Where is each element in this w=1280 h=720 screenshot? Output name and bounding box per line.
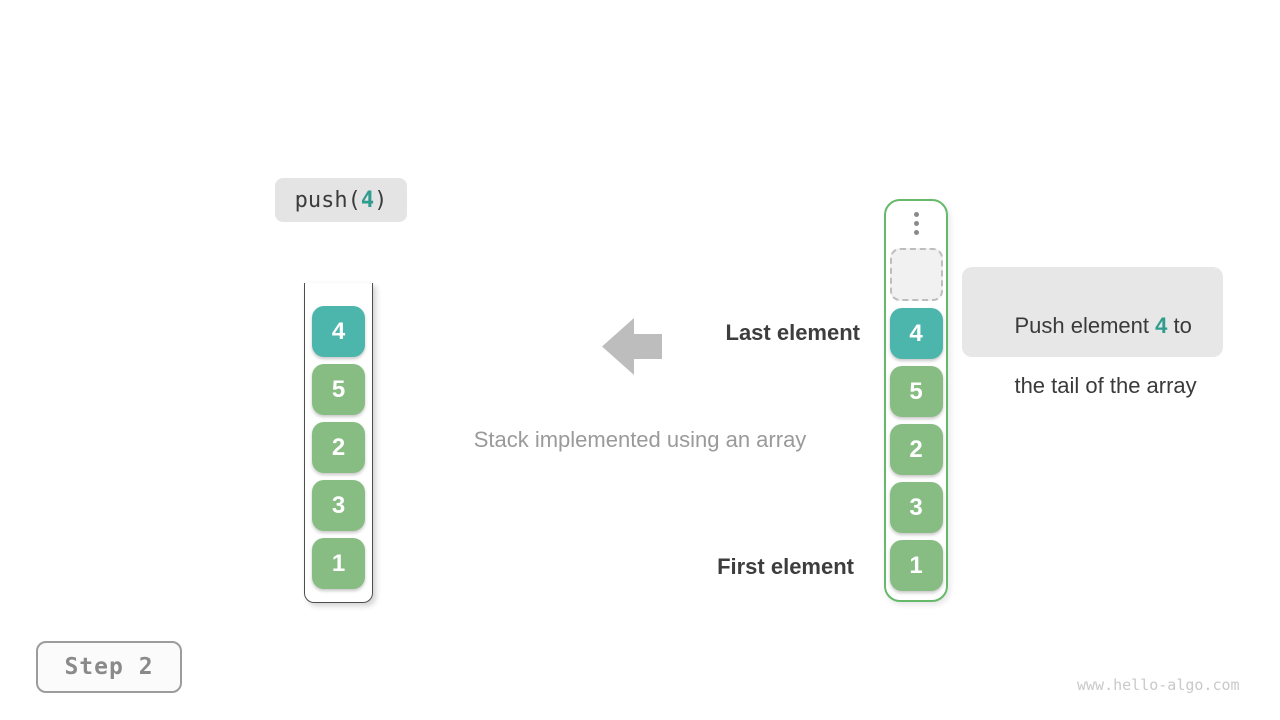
stack-cell: 3 [312,480,365,531]
stack-cell: 5 [312,364,365,415]
push-call-prefix: push( [294,187,361,213]
stack-cell: 2 [312,422,365,473]
array-cell: 2 [889,424,943,475]
array-cell: 3 [889,482,943,533]
last-element-label: Last element [725,320,861,345]
stack-cell: 1 [312,538,365,589]
array-cell: 1 [889,540,943,591]
push-call-arg: 4 [360,187,375,213]
array-container: 4 5 2 3 1 [884,199,948,602]
tooltip-highlight: 4 [1155,313,1168,338]
push-call-suffix: ) [374,187,388,213]
vertical-ellipsis-icon [913,212,919,235]
stack-cell-top: 4 [312,306,365,357]
push-call-label: push(4) [275,178,407,222]
array-cell: 5 [889,366,943,417]
left-arrow-icon [602,318,662,375]
stack-container: 4 5 2 3 1 [304,283,373,603]
watermark-url: www.hello-algo.com [1077,676,1240,694]
first-element-label: First element [717,554,854,579]
step-badge: Step 2 [36,641,182,693]
tooltip-line1-after: to [1167,313,1192,338]
array-cell-pushed: 4 [889,308,943,359]
tooltip-line1-before: Push element [1014,313,1156,338]
diagram-caption: Stack implemented using an array [473,427,807,452]
push-tooltip: Push element 4 to the tail of the array [962,267,1223,398]
tooltip-line2: the tail of the array [1014,373,1197,398]
empty-array-slot [889,248,943,301]
